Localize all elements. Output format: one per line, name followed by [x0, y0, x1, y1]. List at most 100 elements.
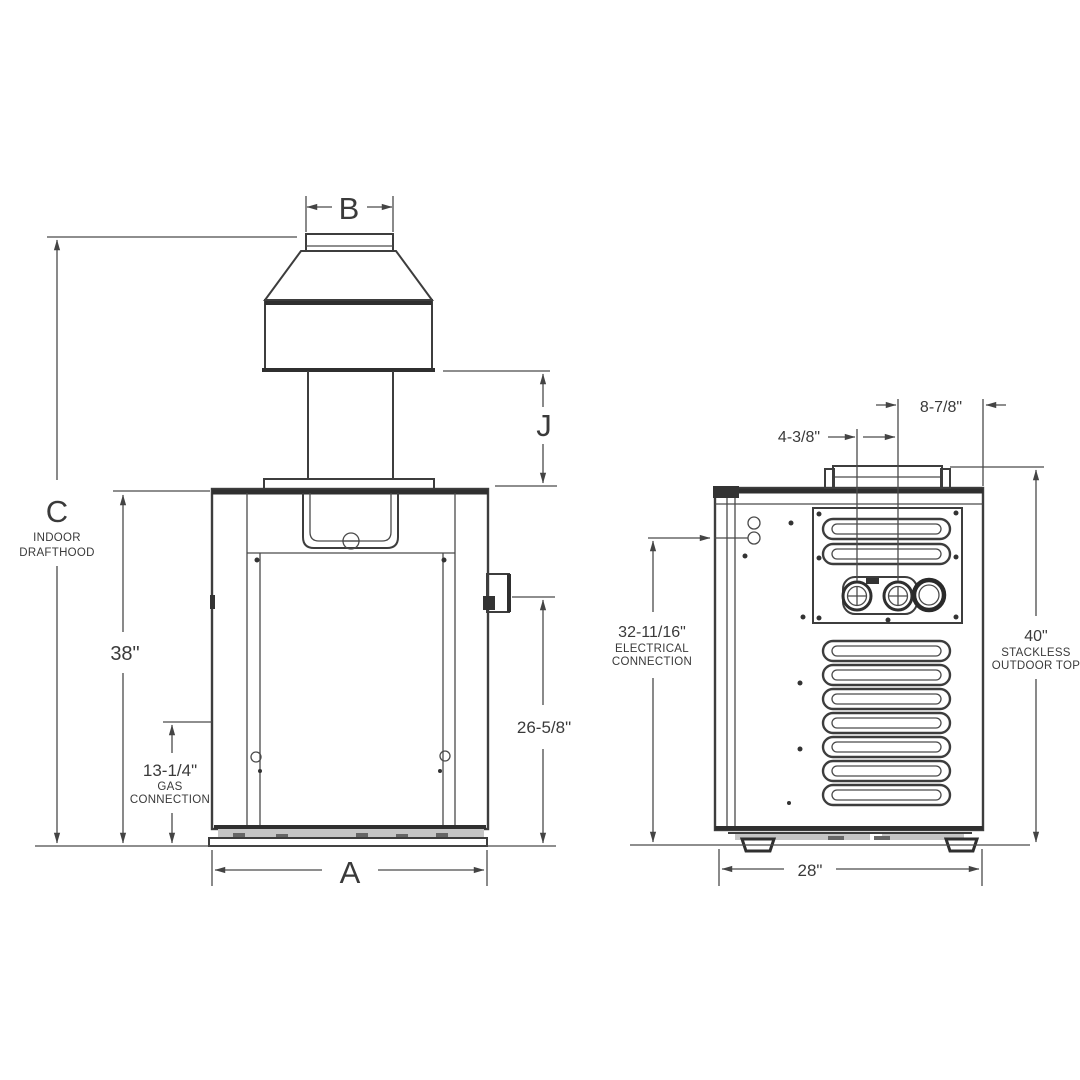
base-mark: [233, 833, 245, 837]
louver-slot: [831, 741, 942, 753]
screw-dot: [953, 510, 959, 516]
dim-j-label: J: [536, 408, 552, 443]
screw-dot: [953, 554, 959, 560]
dim-gas-sub2: CONNECTION: [130, 794, 210, 806]
front-base-band: [218, 829, 484, 838]
dim-40-label: 40": [1024, 628, 1047, 645]
screw-dot: [258, 769, 262, 773]
water-inlet: [846, 585, 868, 607]
dim-c-sub2: DRAFTHOOD: [19, 547, 95, 559]
screw-dot: [800, 614, 806, 620]
dim-electrical-sub1: ELECTRICAL: [615, 643, 689, 655]
control-recess-inner: [309, 493, 392, 542]
screw-dot: [816, 555, 822, 561]
front-base-plate: [208, 837, 488, 847]
side-base-band: [735, 834, 870, 840]
dim-26-label: 26-5/8": [517, 718, 571, 737]
screw-dot: [885, 617, 891, 623]
louver-slot: [831, 693, 942, 705]
louver: [821, 759, 952, 783]
collar-cap-right: [940, 468, 951, 489]
louver-slot: [831, 523, 942, 535]
left-edge-latch: [210, 595, 215, 609]
louver: [821, 639, 952, 663]
screw-dot: [797, 746, 803, 752]
side-view: [713, 465, 985, 853]
flue-collar: [305, 233, 394, 252]
louver-slot: [831, 765, 942, 777]
base-side: [715, 826, 983, 853]
heater-body-front: [210, 487, 511, 831]
screw-dot: [742, 553, 748, 559]
screw-dot: [816, 511, 822, 517]
drafthood: [262, 233, 435, 372]
dim-electrical-connection: 32-11/16" ELECTRICAL CONNECTION: [612, 534, 748, 843]
side-base-band: [882, 834, 964, 840]
fitting-nut: [483, 596, 495, 610]
dim-40-sub2: OUTDOOR TOP: [992, 660, 1080, 672]
dim-drafthood-height-C: C INDOOR DRAFTHOOD: [19, 236, 297, 844]
screw-dot: [441, 557, 447, 563]
base-mark: [276, 834, 288, 838]
screw-dot: [254, 557, 260, 563]
water-outlet: [887, 585, 909, 607]
rail-screw-right: [439, 750, 451, 762]
dim-body-height-38: 38": [110, 490, 210, 844]
dim-width-A: A: [211, 850, 488, 890]
dim-inlet-offset: 4-3/8": [778, 429, 896, 581]
dim-electrical-label: 32-11/16": [618, 624, 686, 641]
pressure-switch-fitting: [483, 573, 511, 613]
base-mark: [356, 833, 368, 837]
louver: [821, 542, 952, 566]
louver: [821, 663, 952, 687]
dim-outlet-offset: 8-7/8": [876, 399, 1006, 581]
side-corner-notch: [713, 486, 739, 498]
dim-stack-J: J: [443, 370, 557, 487]
base-mark: [828, 836, 844, 840]
lower-louver-bank: [787, 639, 952, 807]
dim-b-label: B: [339, 191, 360, 226]
dim-4-3-8-label: 4-3/8": [778, 429, 820, 446]
water-connections: [841, 576, 947, 615]
stack-flange: [263, 478, 435, 490]
dim-28-label: 28": [798, 861, 823, 880]
screw-dot: [438, 769, 442, 773]
dim-total-height: 40" STACKLESS OUTDOOR TOP: [950, 466, 1080, 843]
dim-fitting-height: 26-5/8": [512, 596, 571, 844]
dim-flue-width-B: B: [305, 191, 394, 232]
panel-outline: [812, 507, 963, 624]
base-front: [208, 825, 488, 847]
base-mark: [396, 834, 408, 838]
drafthood-cone: [263, 250, 434, 301]
louver-slot: [831, 669, 942, 681]
dim-gas-label: 13-1/4": [143, 761, 197, 780]
screw-dot: [787, 801, 791, 805]
upper-louver-panel: [788, 507, 963, 624]
dim-c-label: C: [46, 494, 68, 529]
electrical-knockout-1: [747, 516, 761, 530]
connection-tab: [866, 578, 879, 584]
rail-screw-left: [250, 751, 262, 763]
screw-dot: [816, 615, 822, 621]
louver: [821, 687, 952, 711]
dim-c-sub1: INDOOR: [33, 532, 81, 544]
base-mark: [874, 836, 890, 840]
louver: [821, 517, 952, 541]
louver: [821, 735, 952, 759]
dim-40-sub1: STACKLESS: [1001, 647, 1071, 659]
base-mark: [436, 833, 448, 837]
dim-electrical-sub2: CONNECTION: [612, 656, 692, 668]
front-cabinet: [210, 487, 490, 831]
dim-gas-sub1: GAS: [157, 781, 182, 793]
dim-8-7-8-label: 8-7/8": [920, 399, 962, 416]
dim-gas-connection: 13-1/4" GAS CONNECTION: [130, 721, 212, 844]
dim-depth-28: 28": [718, 849, 983, 886]
drain-knob-inner: [918, 584, 940, 606]
louver: [821, 711, 952, 735]
louver-slot: [831, 717, 942, 729]
front-view: [208, 233, 511, 847]
dim-38-label: 38": [110, 643, 139, 665]
electrical-knockout-2: [747, 531, 761, 545]
louver-slot: [831, 645, 942, 657]
